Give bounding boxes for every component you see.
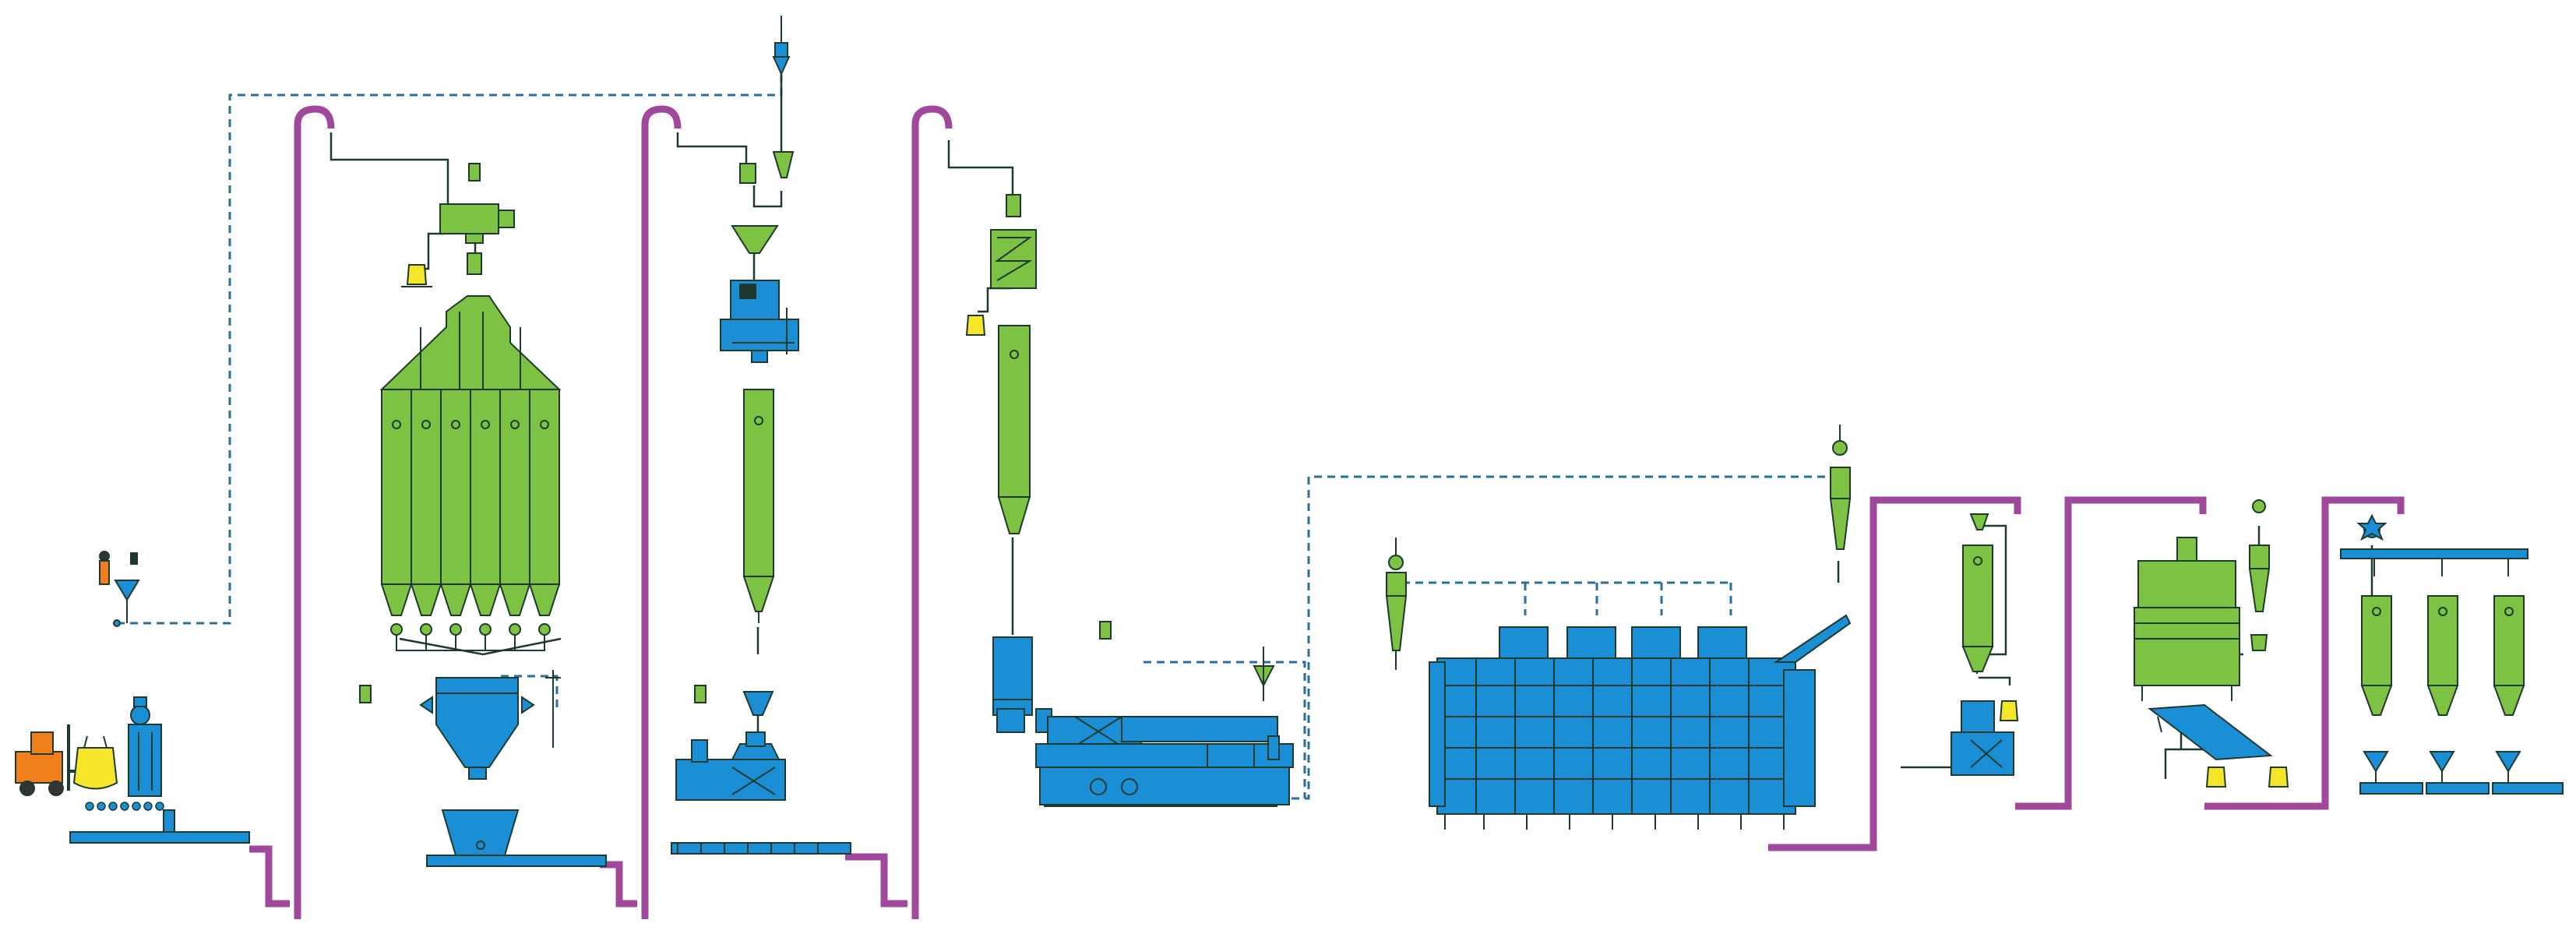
level-indicator-icon [359,685,372,703]
extruder-icon [1035,708,1294,807]
small-cyclone-icon [772,16,791,76]
sample-bag-icon [1999,700,2019,721]
drying [1385,425,1852,830]
packing [2340,513,2564,795]
storage-bins [359,163,607,867]
cooler-cyclone-icon [2248,499,2271,651]
bucket-elevators [249,105,2405,919]
finished-bins-icon [2360,595,2525,716]
conditioner-icon [992,636,1033,733]
multi-pass-dryer-icon [1429,614,1852,830]
feed-hopper-icon [731,225,779,254]
sample-bag-icon [401,264,432,287]
screen-icon [2148,703,2273,761]
rotary-valve-icon [2356,513,2387,541]
bucket-elevator-4 [1768,496,2021,851]
sample-bag-icon [2205,767,2289,788]
raw-material-intake [15,551,250,844]
bucket-elevator-6 [2204,496,2405,810]
level-indicator-icon [694,685,707,703]
sifter-icon [990,194,1037,289]
coater-bin-icon [1961,513,1994,672]
sample-bag-icon [965,315,986,336]
batching-scale-icon [419,670,561,780]
extruder-bin-icon [997,325,1031,534]
forklift-icon [15,724,92,796]
mixer-hopper-icon [426,809,607,867]
pre-grind-bin-icon [742,389,775,623]
grinding [671,16,851,855]
hammer-mill-icon [675,731,786,801]
level-indicator-icon [1099,621,1112,640]
cooler-icon [2134,537,2240,701]
cleaner-icon [439,163,515,275]
bucket-elevator-2 [641,105,682,919]
grinding-screw-conveyor-icon [671,842,851,855]
roller-conveyor-icon [85,802,164,811]
mill-feeder-icon [742,691,774,716]
bucket-elevator-1 [294,105,335,919]
cyclone-icon [1385,537,1408,670]
six-bin-silo-icon [379,295,562,651]
bucket-elevator-3 [911,105,953,919]
extrusion [965,194,1294,807]
dryer-cyclone-icon [1829,425,1852,550]
screw-conveyor-icon [69,809,250,844]
bulk-bag-icon [72,735,118,790]
bucket-elevator-5 [2015,496,2207,810]
dust-collector-icon [128,696,162,797]
cyclone-icon [739,151,795,184]
packing-scale-icon [2359,751,2564,795]
coating-cooling [1951,499,2289,788]
distribution-conveyor-icon [2340,548,2528,576]
dust-collection-lines [117,58,1838,800]
intake-hopper-icon [99,551,140,627]
water-valve-icon [1253,647,1275,701]
coater-icon [1951,700,2014,776]
mixer-icon [720,280,799,363]
